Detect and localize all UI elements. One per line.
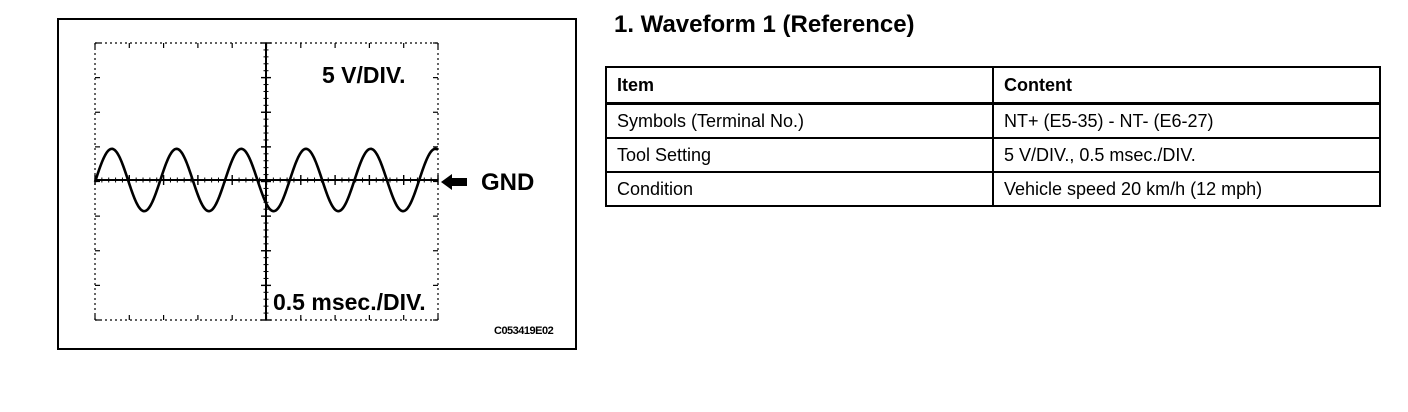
table-row: Tool Setting 5 V/DIV., 0.5 msec./DIV. [605, 137, 1382, 173]
row-content: Vehicle speed 20 km/h (12 mph) [991, 171, 1382, 207]
table-row: Condition Vehicle speed 20 km/h (12 mph) [605, 171, 1382, 207]
spec-table: Item Content Symbols (Terminal No.) NT+ … [605, 66, 1382, 207]
figure-frame [57, 18, 577, 350]
table-row: Symbols (Terminal No.) NT+ (E5-35) - NT-… [605, 102, 1382, 139]
header-content: Content [991, 66, 1382, 105]
header-item: Item [605, 66, 994, 105]
row-content: NT+ (E5-35) - NT- (E6-27) [991, 102, 1382, 139]
scope-grid [94, 42, 439, 321]
row-item: Condition [605, 171, 994, 207]
volts-per-div-label: 5 V/DIV. [322, 62, 406, 88]
table-header-row: Item Content [605, 66, 1382, 105]
row-content: 5 V/DIV., 0.5 msec./DIV. [991, 137, 1382, 173]
row-item: Symbols (Terminal No.) [605, 102, 994, 139]
time-per-div-label: 0.5 msec./DIV. [273, 289, 426, 315]
waveform-trace [93, 147, 439, 213]
arrow-left-icon [441, 174, 467, 190]
figure-code: C053419E02 [494, 325, 554, 337]
ground-label: GND [481, 169, 535, 196]
section-heading: 1. Waveform 1 (Reference) [614, 11, 915, 38]
row-item: Tool Setting [605, 137, 994, 173]
